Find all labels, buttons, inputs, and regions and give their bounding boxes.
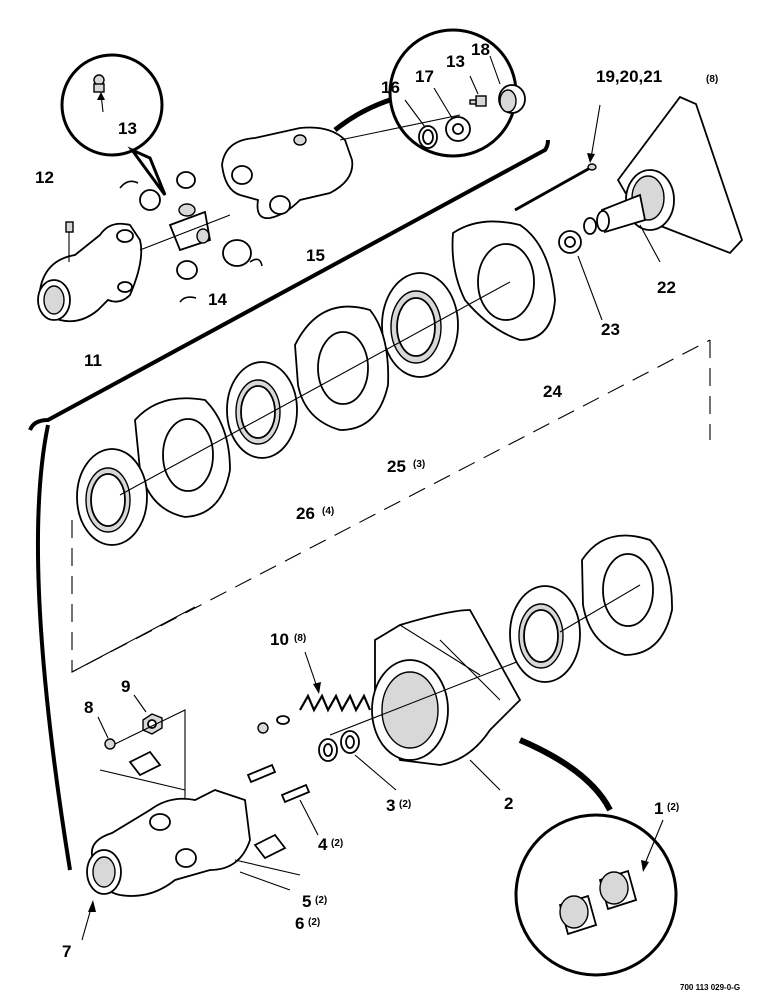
needle-bearing-cup-icon <box>498 84 526 114</box>
label-1-qty: (2) <box>667 802 679 813</box>
label-25-qty: (3) <box>413 459 425 470</box>
detail-circle-bushings <box>514 813 678 977</box>
label-19-20-21-qty: (8) <box>706 74 718 85</box>
snap-ring-icon <box>418 125 438 149</box>
label-23: 23 <box>601 320 620 339</box>
hub-plate-22 <box>583 95 744 263</box>
spring-10 <box>257 651 372 734</box>
assembly-bracket-lines <box>71 339 711 673</box>
friction-disc-upper-2 <box>226 361 298 459</box>
label-4-qty: (2) <box>331 838 343 849</box>
yoke-7 <box>86 789 251 897</box>
label-19-20-21: 19,20,21 <box>596 67 662 86</box>
plate-25 <box>294 305 390 431</box>
bushing-icon-2 <box>598 869 638 911</box>
friction-disc-upper-3 <box>381 272 459 378</box>
label-7: 7 <box>62 942 71 961</box>
label-3-qty: (2) <box>399 799 411 810</box>
bolt-8 <box>97 716 116 750</box>
nut-9 <box>133 694 163 735</box>
label-15: 15 <box>306 246 325 265</box>
seal-ring-icon <box>445 116 471 142</box>
label-17: 17 <box>415 67 434 86</box>
label-5-qty: (2) <box>315 895 327 906</box>
callout-leader-left <box>35 424 72 871</box>
label-26: 26 <box>296 504 315 523</box>
label-26-qty: (4) <box>322 506 334 517</box>
cross-and-bearings-14 <box>119 171 263 303</box>
label-14: 14 <box>208 290 227 309</box>
label-25: 25 <box>387 457 406 476</box>
grease-fitting-small-icon <box>469 95 487 107</box>
friction-disc-upper-1 <box>76 448 148 546</box>
label-10-qty: (8) <box>294 633 306 644</box>
yoke-11 <box>37 222 143 323</box>
plate-26 <box>134 397 231 518</box>
label-8: 8 <box>84 698 93 717</box>
label-1: 1 <box>654 799 663 818</box>
detail-circle-grease-fitting <box>60 53 167 196</box>
label-6: 6 <box>295 914 304 933</box>
clamp-plates-5-6 <box>99 750 301 891</box>
label-3: 3 <box>386 796 395 815</box>
label-24: 24 <box>543 382 562 401</box>
detail-circle-bearing-parts <box>333 28 526 158</box>
label-13-top-right: 13 <box>446 52 465 71</box>
label-11: 11 <box>84 351 102 370</box>
washer-23 <box>558 230 603 321</box>
yoke-15 <box>221 126 354 220</box>
plate-24 <box>451 220 556 341</box>
friction-disc-lower <box>509 585 581 683</box>
label-4: 4 <box>318 835 328 854</box>
grease-fitting-12 <box>65 221 74 262</box>
label-16: 16 <box>381 78 400 97</box>
plate-lower <box>581 534 673 656</box>
part-labels: 13 12 14 15 11 16 17 13 18 19,20,21 (8) … <box>35 40 740 992</box>
bolt-19-20-21 <box>514 104 601 212</box>
washers-3 <box>318 730 397 791</box>
label-2: 2 <box>504 794 513 813</box>
section-divider-curve <box>28 139 550 431</box>
housing-2 <box>371 609 613 812</box>
label-6-qty: (2) <box>308 917 320 928</box>
label-22: 22 <box>657 278 676 297</box>
grease-fitting-icon <box>93 74 105 93</box>
label-5: 5 <box>302 892 311 911</box>
pins-4 <box>246 763 319 836</box>
label-18: 18 <box>471 40 490 59</box>
label-12: 12 <box>35 168 54 187</box>
label-13-top-left: 13 <box>118 119 137 138</box>
bushing-icon <box>558 894 598 936</box>
figure-reference: 700 113 029-0-G <box>680 983 740 992</box>
label-10: 10 <box>270 630 289 649</box>
label-9: 9 <box>121 677 130 696</box>
